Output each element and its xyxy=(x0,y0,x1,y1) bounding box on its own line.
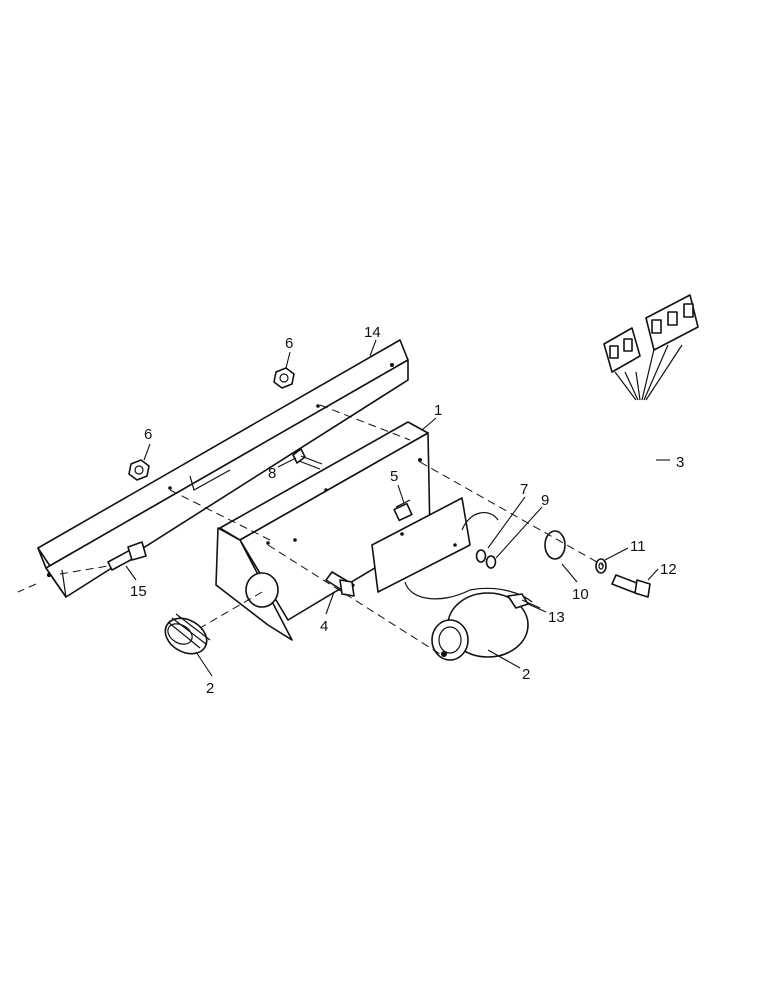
callout-7: 7 xyxy=(520,481,528,498)
nut-part-6-upper xyxy=(273,367,295,389)
bolt-part-15 xyxy=(107,541,147,571)
bezel-nut-part-2 xyxy=(164,613,211,655)
callout-4: 4 xyxy=(320,618,328,635)
wire-harness-part-3 xyxy=(404,294,699,603)
mounting-bracket-part-1 xyxy=(215,421,431,641)
callout-8: 8 xyxy=(268,465,276,482)
callout-10: 10 xyxy=(572,586,589,603)
callout-11: 11 xyxy=(630,538,646,555)
circuit-plate xyxy=(371,497,471,593)
callout-2-right: 2 xyxy=(522,666,530,683)
bolt-part-4 xyxy=(325,571,355,597)
angle-bracket-part-14 xyxy=(37,339,409,598)
leader-lines xyxy=(125,339,670,677)
callout-12: 12 xyxy=(660,561,677,578)
callout-labels: 1 2 2 3 4 5 6 6 7 8 9 10 11 12 13 14 15 xyxy=(130,324,684,697)
callout-15: 15 xyxy=(130,583,147,600)
callout-9: 9 xyxy=(541,492,549,509)
switch-body-part-2 xyxy=(431,592,529,661)
callout-14: 14 xyxy=(364,324,381,341)
screw-part-8 xyxy=(292,448,323,470)
callout-13: 13 xyxy=(548,609,565,626)
callout-1: 1 xyxy=(434,402,442,419)
bolt-part-12 xyxy=(611,574,651,598)
spacer-part-5 xyxy=(393,499,413,522)
callout-6-upper: 6 xyxy=(285,335,293,352)
nut-part-6-lower xyxy=(128,459,150,481)
callout-6-lower: 6 xyxy=(144,426,152,443)
callout-5: 5 xyxy=(390,468,398,485)
callout-3: 3 xyxy=(676,454,684,471)
washers-part-7-9 xyxy=(475,549,497,569)
washer-part-11 xyxy=(595,558,607,574)
callout-2-left: 2 xyxy=(206,680,214,697)
